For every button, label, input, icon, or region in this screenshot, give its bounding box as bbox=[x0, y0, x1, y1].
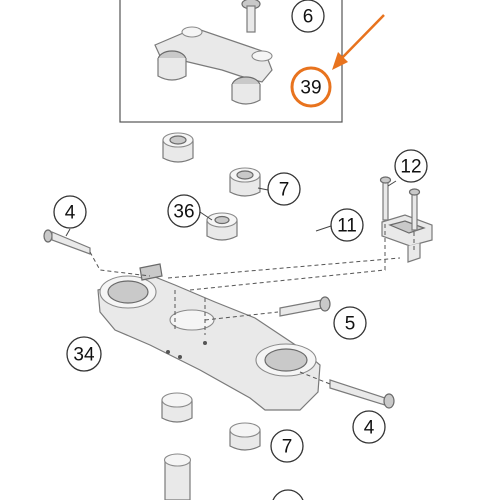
callout-34: 34 bbox=[66, 336, 102, 372]
callout-5: 5 bbox=[333, 306, 367, 340]
callout-7-upper-label: 7 bbox=[279, 180, 290, 201]
nut-36 bbox=[206, 212, 238, 241]
bolt-5 bbox=[279, 296, 331, 317]
callout-36-label: 36 bbox=[173, 202, 194, 223]
callout-11-label: 11 bbox=[337, 216, 357, 237]
callout-7-lower-label: 7 bbox=[282, 437, 293, 458]
bolt-4-right bbox=[329, 379, 395, 409]
bracket-11 bbox=[381, 214, 433, 263]
callout-39: 39 bbox=[290, 66, 332, 108]
callout-12: 12 bbox=[394, 149, 428, 183]
handlebar-clamp bbox=[154, 26, 273, 105]
bolt-4-left bbox=[43, 229, 91, 255]
callout-6-label: 6 bbox=[303, 7, 314, 28]
top-bolt bbox=[241, 0, 261, 33]
callout-12-label: 12 bbox=[400, 157, 421, 178]
bottom-part bbox=[163, 453, 192, 500]
callout-7-lower: 7 bbox=[270, 429, 304, 463]
bushing-lower-right bbox=[229, 422, 261, 451]
callout-5-label: 5 bbox=[345, 314, 356, 335]
highlight-arrow bbox=[332, 14, 385, 70]
assembly-lines bbox=[89, 222, 415, 385]
callout-7-upper: 7 bbox=[267, 172, 301, 206]
leader-lines bbox=[65, 180, 397, 237]
callout-11: 11 bbox=[330, 208, 364, 242]
bushing-right bbox=[229, 167, 261, 197]
bolts-12 bbox=[379, 176, 421, 231]
callout-4-right: 4 bbox=[352, 410, 386, 444]
callout-34-label: 34 bbox=[73, 345, 95, 366]
bushing-lower-left bbox=[161, 392, 193, 423]
triple-clamp bbox=[97, 263, 321, 411]
callout-4-left-label: 4 bbox=[65, 203, 76, 224]
callout-partial-bottom bbox=[272, 489, 304, 500]
callout-4-right-label: 4 bbox=[364, 418, 375, 439]
callout-6: 6 bbox=[291, 0, 325, 33]
callout-39-label: 39 bbox=[300, 78, 321, 99]
callout-4-left: 4 bbox=[53, 195, 87, 229]
callout-36: 36 bbox=[167, 194, 201, 228]
bushing-upper bbox=[162, 132, 194, 163]
